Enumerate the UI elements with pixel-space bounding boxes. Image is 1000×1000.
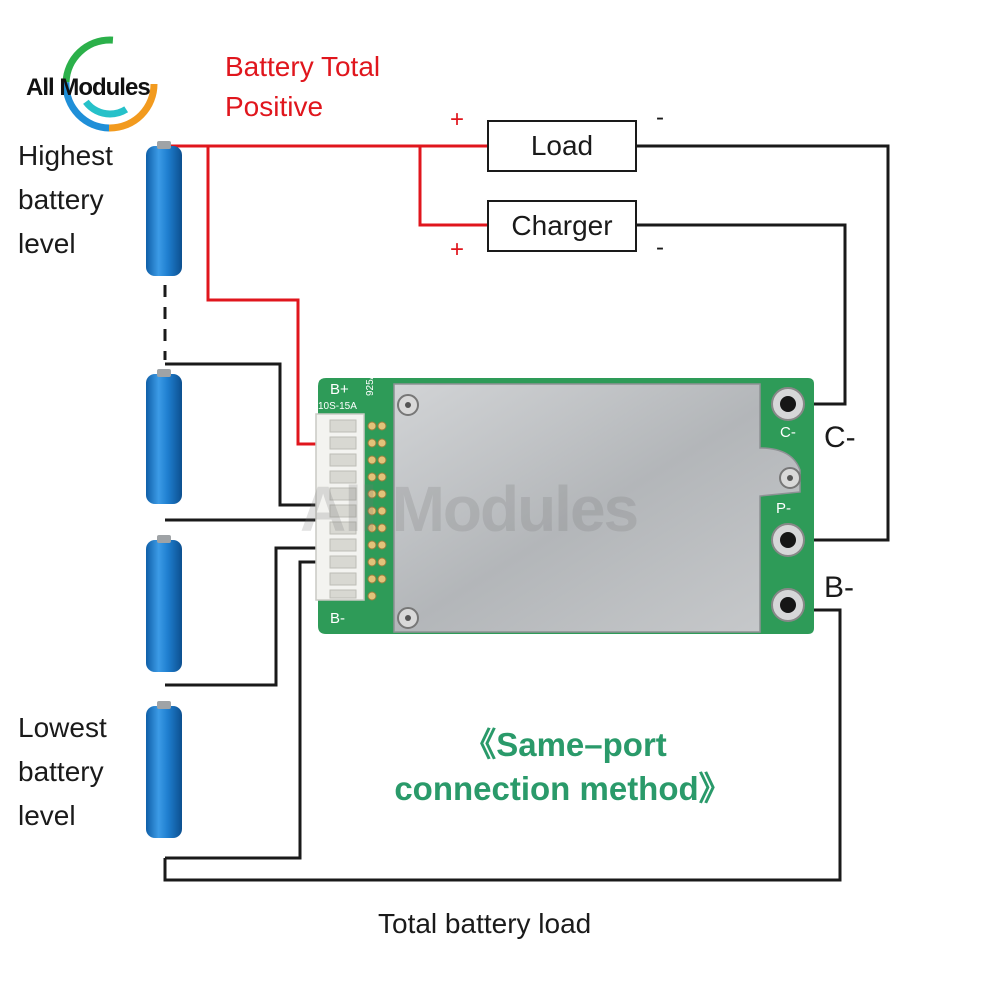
terminal-c-minus: [771, 387, 805, 421]
load-minus-sign: -: [656, 104, 664, 131]
battery-total-positive-label-line2: Positive: [225, 91, 324, 122]
total-battery-load-label: Total battery load: [378, 908, 592, 939]
load-plus-sign: +: [450, 106, 465, 133]
highest-level-label-line3: level: [18, 228, 76, 259]
lowest-level-label-line3: level: [18, 800, 76, 831]
battery-total-positive-label-line1: Battery Total: [225, 51, 381, 82]
metal-shield: [393, 383, 801, 633]
caption-line1: 《Same–port: [463, 726, 667, 763]
charger-minus-sign: -: [656, 234, 664, 261]
c-minus-label: C-: [824, 421, 856, 454]
logo-text: All Modules: [26, 74, 151, 101]
battery-cell: [146, 535, 182, 672]
lowest-level-label-line1: Lowest: [18, 712, 107, 743]
lowest-level-label-line2: battery: [18, 756, 104, 787]
battery-cell: [146, 369, 182, 504]
b-minus-label: B-: [824, 571, 854, 604]
terminal-p-minus: [771, 523, 805, 557]
pcb-b-minus-label: B-: [330, 610, 345, 627]
battery-cell-lowest: [146, 701, 182, 838]
highest-level-label-line2: battery: [18, 184, 104, 215]
bms-board: [315, 378, 814, 634]
battery-cell-highest: [146, 141, 182, 276]
logo-mark: [62, 36, 158, 132]
watermark: All Modules: [300, 473, 639, 545]
pcb-p-minus-label: P-: [776, 500, 791, 517]
pcb-model-label: 10S-15A: [318, 401, 357, 412]
negative-wires: [163, 144, 890, 882]
caption-line2: connection method》: [394, 770, 732, 807]
charger-box: Charger: [487, 200, 637, 252]
pcb-code-label: 925AB: [365, 365, 376, 396]
charger-plus-sign: +: [450, 236, 465, 263]
pcb-b-plus-label: B+: [330, 381, 349, 398]
terminal-b-minus: [771, 588, 805, 622]
load-box: Load: [487, 120, 637, 172]
positive-wires: [168, 144, 488, 446]
highest-level-label-line1: Highest: [18, 140, 113, 171]
pcb-c-minus-label: C-: [780, 424, 796, 441]
battery-cells: [146, 141, 182, 838]
